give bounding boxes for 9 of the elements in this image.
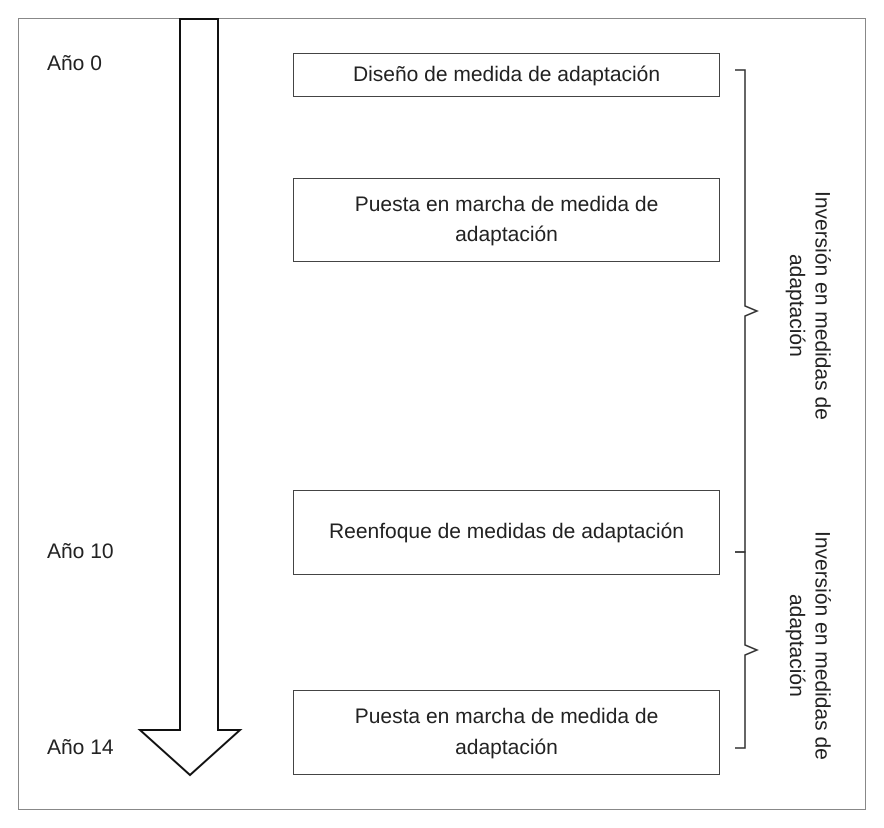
year-label: Año 0 [47,52,102,76]
year-label: Año 10 [47,540,114,564]
year-label: Año 14 [47,736,114,760]
bracket-label: Inversión en medidas de adaptación [784,190,834,422]
bracket-label: Inversión en medidas de adaptación [784,530,834,762]
step-box: Puesta en marcha de medida de adaptación [293,690,720,775]
step-box: Puesta en marcha de medida de adaptación [293,178,720,262]
step-box: Reenfoque de medidas de adaptación [293,490,720,575]
step-box: Diseño de medida de adaptación [293,53,720,97]
